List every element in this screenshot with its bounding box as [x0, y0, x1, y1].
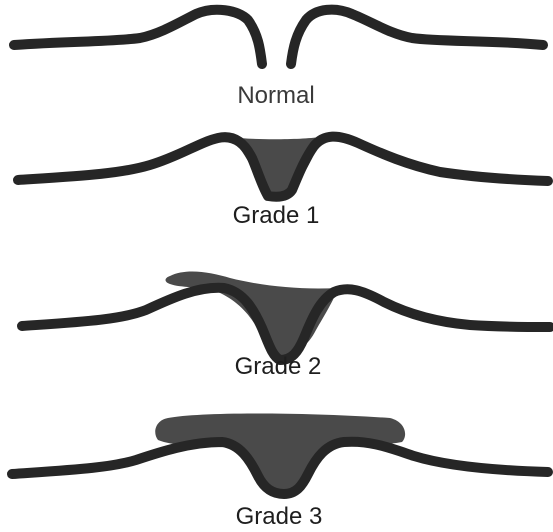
- panel-grade-1: Grade 1: [18, 137, 548, 229]
- label-normal: Normal: [237, 82, 314, 109]
- grade-3-fill: [155, 414, 405, 491]
- label-grade-3: Grade 3: [236, 503, 323, 530]
- normal-left-outline: [14, 10, 262, 64]
- label-grade-2: Grade 2: [235, 353, 322, 380]
- panel-grade-3: Grade 3: [12, 414, 548, 531]
- panel-grade-2: Grade 2: [22, 272, 550, 380]
- panel-normal: Normal: [14, 10, 543, 109]
- label-grade-1: Grade 1: [233, 202, 320, 229]
- normal-right-outline: [291, 10, 543, 64]
